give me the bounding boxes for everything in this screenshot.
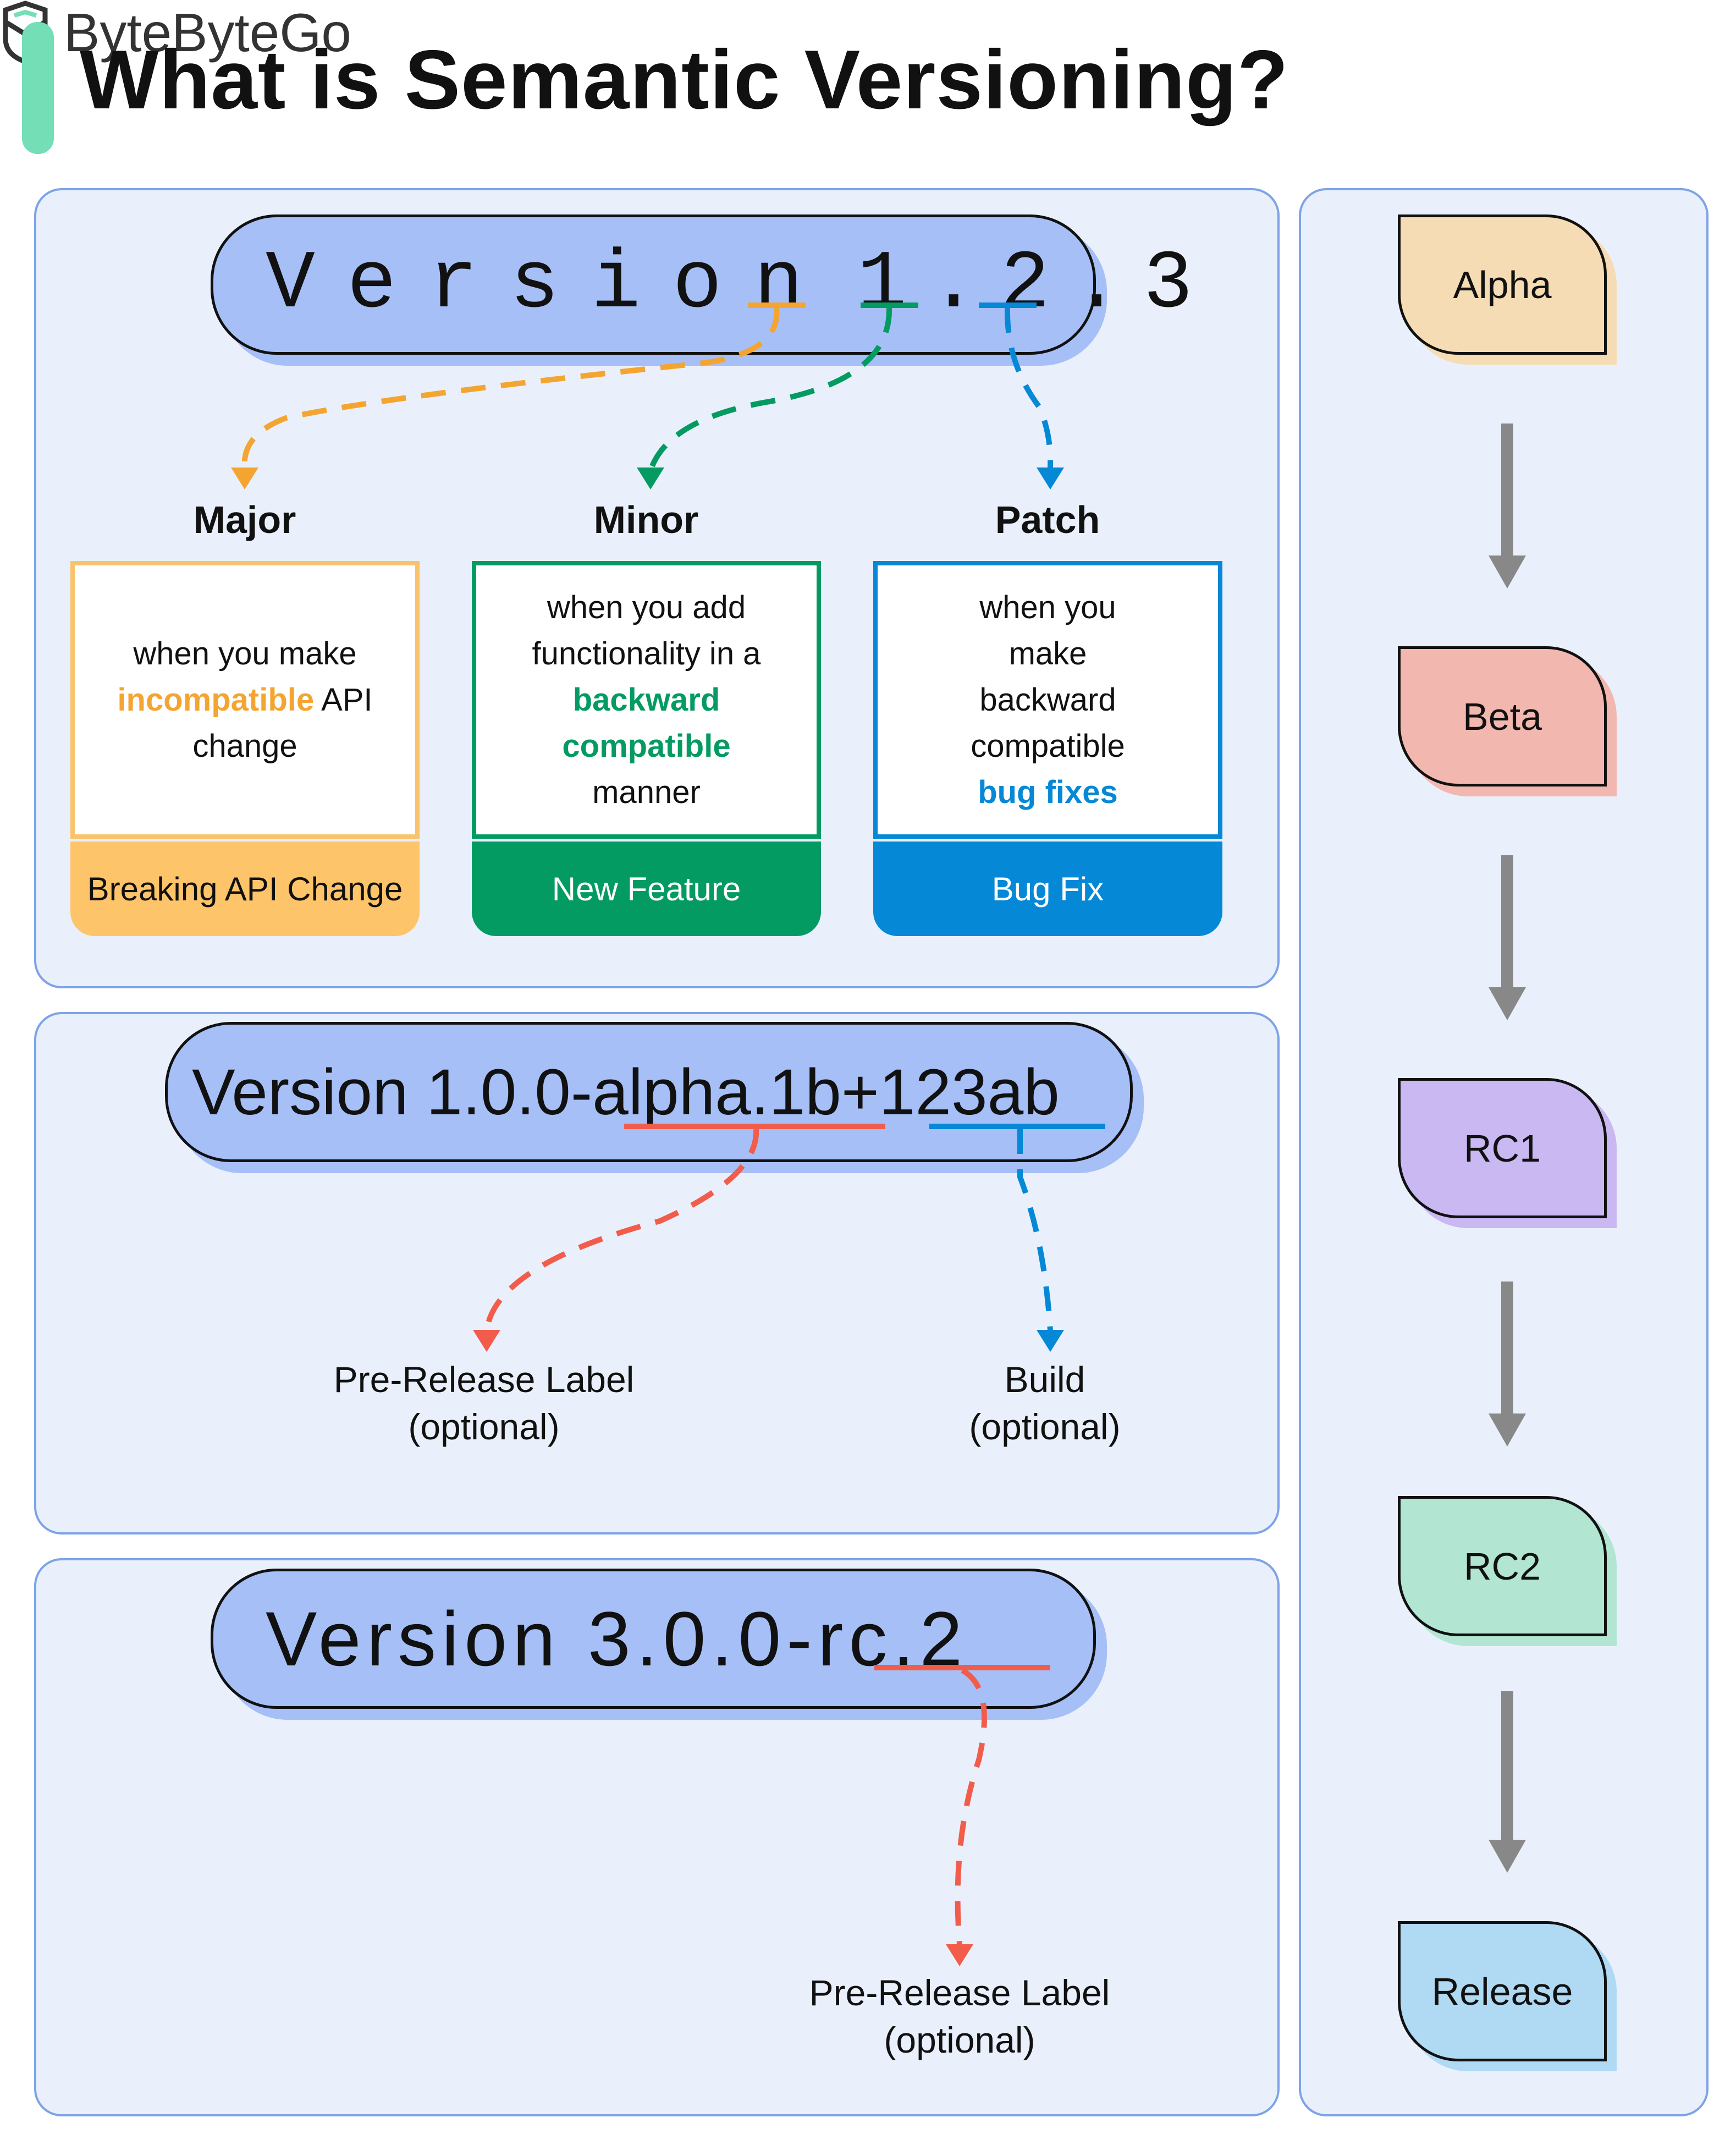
patch-description: when you make backward compatible bug fi… [971, 589, 1125, 810]
rc-part: rc.2 [817, 1595, 968, 1682]
stage-arrowhead-4 [1489, 1840, 1526, 1873]
version-prefix: Version [266, 238, 836, 332]
stage-beta-label: Beta [1398, 646, 1607, 787]
patch-heading: Patch [995, 498, 1100, 541]
minor-highlight: backward compatible [562, 681, 731, 764]
patch-description-box: when you make backward compatible bug fi… [873, 561, 1222, 839]
stage-arrowhead-3 [1489, 1414, 1526, 1447]
stage-alpha-label: Alpha [1398, 215, 1607, 355]
stage-rc2-label: RC2 [1398, 1496, 1607, 1636]
prerelease-version-base: Version 1.0.0- [192, 1055, 593, 1129]
minor-heading: Minor [593, 498, 699, 541]
minor-footer: New Feature [472, 842, 821, 936]
major-digit: 1 [857, 238, 907, 332]
stage-arrow-4 [1501, 1691, 1513, 1840]
rc-version-base: Version 3.0.0- [266, 1595, 818, 1682]
minor-description: when you add functionality in a backward… [532, 589, 761, 810]
version-123-pill: Version 1 . 2 . 3 [211, 215, 1193, 366]
major-description-box: when you make incompatible API change [70, 561, 420, 839]
stage-arrow-1 [1501, 424, 1513, 556]
stage-arrow-3 [1501, 1282, 1513, 1414]
page-title: What is Semantic Versioning? [80, 33, 1289, 127]
stage-alpha: Alpha [1398, 215, 1617, 365]
stage-rc2: RC2 [1398, 1496, 1617, 1646]
stage-rc1: RC1 [1398, 1078, 1617, 1228]
rc-prerelease-label: Pre-Release Label (optional) [809, 1972, 1110, 2060]
minor-digit: 2 [1000, 238, 1050, 332]
patch-digit: 3 [1143, 238, 1193, 332]
stage-rc1-label: RC1 [1398, 1078, 1607, 1218]
brand-name: ByteByteGo [64, 2, 351, 63]
major-heading: Major [193, 498, 296, 541]
stage-arrowhead-1 [1489, 556, 1526, 588]
build-label: Build (optional) [969, 1359, 1121, 1447]
major-footer: Breaking API Change [70, 842, 420, 936]
version-prerelease-pill: Version 1.0.0-alpha.1b+123ab [165, 1022, 1144, 1173]
major-description: when you make incompatible API change [117, 635, 373, 764]
dot-2: . [1072, 238, 1122, 332]
minor-description-box: when you add functionality in a backward… [472, 561, 821, 839]
patch-highlight: bug fixes [978, 774, 1118, 810]
plus-sign: + [841, 1055, 879, 1129]
title-accent-bar [22, 22, 54, 154]
stage-release: Release [1398, 1921, 1617, 2071]
stage-release-label: Release [1398, 1921, 1607, 2061]
stage-arrowhead-2 [1489, 987, 1526, 1020]
dot-1: . [929, 238, 979, 332]
prerelease-label: Pre-Release Label (optional) [333, 1359, 635, 1447]
patch-footer: Bug Fix [873, 842, 1222, 936]
stage-arrow-2 [1501, 855, 1513, 987]
prerelease-part: alpha.1b [592, 1055, 841, 1129]
brand-logo: ByteByteGo [0, 0, 1736, 65]
major-highlight: incompatible [117, 681, 315, 718]
version-rc-pill: Version 3.0.0-rc.2 [211, 1569, 1107, 1720]
stage-beta: Beta [1398, 646, 1617, 796]
build-part: 123ab [879, 1055, 1060, 1129]
